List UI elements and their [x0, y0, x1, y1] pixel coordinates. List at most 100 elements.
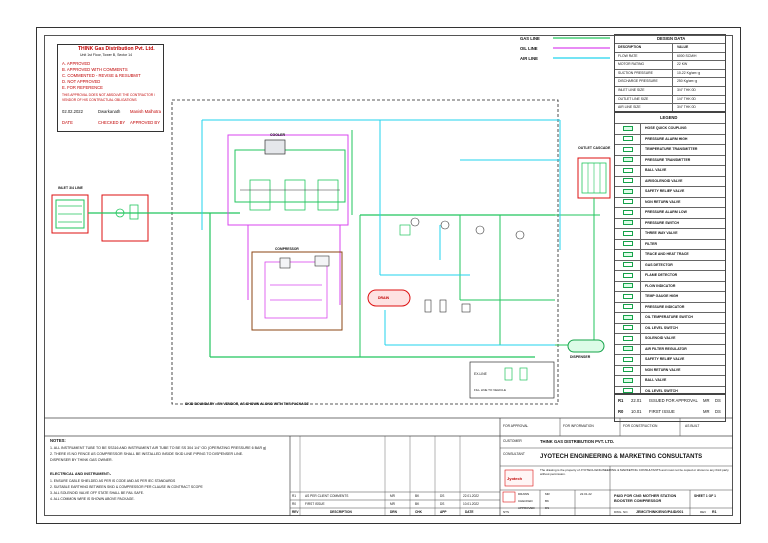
legend-item-label: FILTER	[645, 241, 657, 246]
cooler-unit	[264, 139, 286, 155]
legend-row	[615, 165, 725, 166]
legend-symbol-icon	[623, 356, 633, 362]
approval-item: B. APPROVED WITH COMMENTS	[62, 67, 128, 72]
legend-item-label: THREE WAY VALVE	[645, 231, 678, 235]
rev-label: REV	[700, 510, 707, 514]
revision-header: CHK	[415, 510, 422, 514]
rev-value: R1	[712, 510, 717, 514]
consultant-logo	[504, 469, 534, 487]
legend-row	[615, 249, 725, 250]
design-data-title: DESIGN DATA	[657, 36, 686, 41]
oil-drain-tank	[367, 289, 411, 307]
ex-line-note: EX-LINE	[474, 372, 487, 376]
legend-symbol-icon	[623, 272, 633, 278]
revision-header: DRN	[390, 510, 397, 514]
inlet-label: INLET 3/4 LINE	[58, 186, 83, 190]
cooler-label: COOLER	[270, 133, 285, 137]
notes-title: NOTES:	[50, 438, 66, 443]
symbol-legend-table: LEGEND HOSE QUICK COUPLING PRESSURE ALARM…	[614, 112, 726, 394]
legend-row	[615, 196, 725, 198]
small-rev-cell: R1	[618, 398, 624, 403]
small-rev-cell: FIRST ISSUE	[649, 409, 675, 414]
approval-approved-label: APPROVED BY	[130, 120, 161, 125]
approval-company: THINK Gas Distribution Pvt. Ltd.	[78, 46, 155, 52]
note-subline: 3. ALL SOLENOID VALVE OFF STATE SHALL BE…	[50, 491, 144, 495]
compressor-oil-circuit	[264, 261, 328, 319]
drawn-by: MR	[545, 492, 550, 496]
legend-symbol-icon	[623, 199, 633, 204]
design-data-key: FLOW RATE	[618, 53, 638, 58]
legend-item-label: OIL TEMPERATURE SWITCH	[645, 315, 693, 319]
legend-row	[615, 375, 725, 376]
approval-signatory: Dwarkanath	[98, 109, 121, 114]
approval-note: THIS APPROVAL DOES NOT ABSOLVE THE CONTR…	[62, 93, 156, 102]
consultant-logo-text: Jyotech	[507, 476, 523, 481]
design-data-value: 6000 SCM/H	[677, 53, 697, 58]
legend-item-label: NON RETURN VALVE	[645, 367, 681, 372]
notes-subtitle: ELECTRICAL AND INSTRUMENT:-	[50, 472, 112, 476]
design-data-value: 1/4" THK 0D	[677, 96, 696, 101]
small-rev-cell: 22.01	[631, 398, 642, 403]
client-label: CUSTOMER	[503, 439, 522, 443]
design-data-row	[615, 77, 725, 79]
legend-symbol-icon	[623, 178, 633, 183]
legend-row	[615, 301, 725, 303]
legend-row	[615, 259, 725, 261]
legend-symbol-icon	[623, 146, 633, 152]
approval-item: D. NOT APPROVED	[62, 79, 101, 84]
legend-symbol-icon	[623, 367, 633, 372]
legend-item-label: PRESSURE ALARM HIGH	[645, 136, 688, 141]
legend-symbol-icon	[623, 346, 633, 351]
dispenser-unit	[567, 339, 605, 353]
small-rev-cell: ISSUED FOR APPROVAL	[649, 398, 698, 403]
legend-symbol-icon	[623, 241, 633, 246]
legend-item-label: OIL LEVEL SWITCH	[645, 325, 678, 330]
design-data-key: DESCRIPTION	[618, 45, 642, 49]
drawing-no-label: DWG. NO.	[614, 510, 629, 514]
legend-row	[615, 186, 725, 187]
note-subline: 4. ALL COMMON WIRE IS SHOWN ABOVE PACKAG…	[50, 497, 135, 501]
legend-row	[615, 280, 725, 282]
legend-item-label: PRESSURE TRANSMITTER	[645, 157, 691, 162]
inlet-filter-skid	[101, 194, 149, 242]
legend-row	[615, 291, 725, 292]
approval-stamp: THINK Gas Distribution Pvt. Ltd. Unit 1s…	[57, 44, 164, 132]
line-legend-label: GAS LINE	[520, 36, 540, 41]
revision-cell: DS	[440, 502, 445, 506]
company-seal-mark	[502, 491, 516, 503]
legend-row	[615, 354, 725, 355]
small-rev-cell: DS	[715, 398, 721, 403]
approval-item: E. FOR REFERENCE	[62, 85, 103, 90]
revision-cell: 10.01.2022	[463, 502, 479, 506]
small-rev-cell: MR	[703, 409, 710, 414]
note-line: 2. THERE IS NO FENCE AS COMPRESSOR SHALL…	[50, 452, 244, 456]
consultant-name: JYOTECH ENGINEERING & MARKETING CONSULTA…	[540, 454, 703, 460]
small-rev-cell: DS	[715, 409, 721, 414]
drawing-title: P&ID FOR CNG MOTHER STATION BOOSTER COMP…	[614, 494, 677, 503]
revision-header: DESCRIPTION	[330, 510, 352, 514]
design-data-row	[615, 94, 725, 96]
design-data-value: 250 Kg/cm² g	[677, 79, 698, 84]
legend-item-label: BALL VALVE	[645, 378, 667, 382]
legend-item-label: PRESSURE ALARM LOW	[645, 210, 687, 214]
legend-symbol-icon	[623, 293, 633, 299]
legend-row	[615, 154, 725, 156]
legend-row	[615, 343, 725, 345]
revision-cell: BK	[415, 494, 420, 498]
sheet-outer-border	[36, 27, 741, 524]
drawn-label: DRAWN	[518, 492, 530, 496]
revision-cell: BK	[415, 502, 420, 506]
legend-row	[615, 228, 725, 229]
design-data-row	[615, 60, 725, 62]
legend-row	[615, 217, 725, 219]
approval-item: C. COMMENTED - REVISE & RESUBMIT	[62, 73, 141, 78]
design-data-key: OUTLET LINE SIZE	[618, 96, 649, 101]
symbol-legend-title: LEGEND	[660, 115, 678, 120]
note-line: DISPENSER BY THINK GAS OWNER.	[50, 458, 113, 462]
revision-cell: MR	[390, 494, 395, 498]
legend-row	[615, 175, 725, 177]
legend-item-label: HOSE QUICK COUPLING	[645, 126, 687, 130]
compressor-label: COMPRESSOR	[275, 247, 299, 251]
design-data-value: VALUE	[677, 45, 689, 49]
